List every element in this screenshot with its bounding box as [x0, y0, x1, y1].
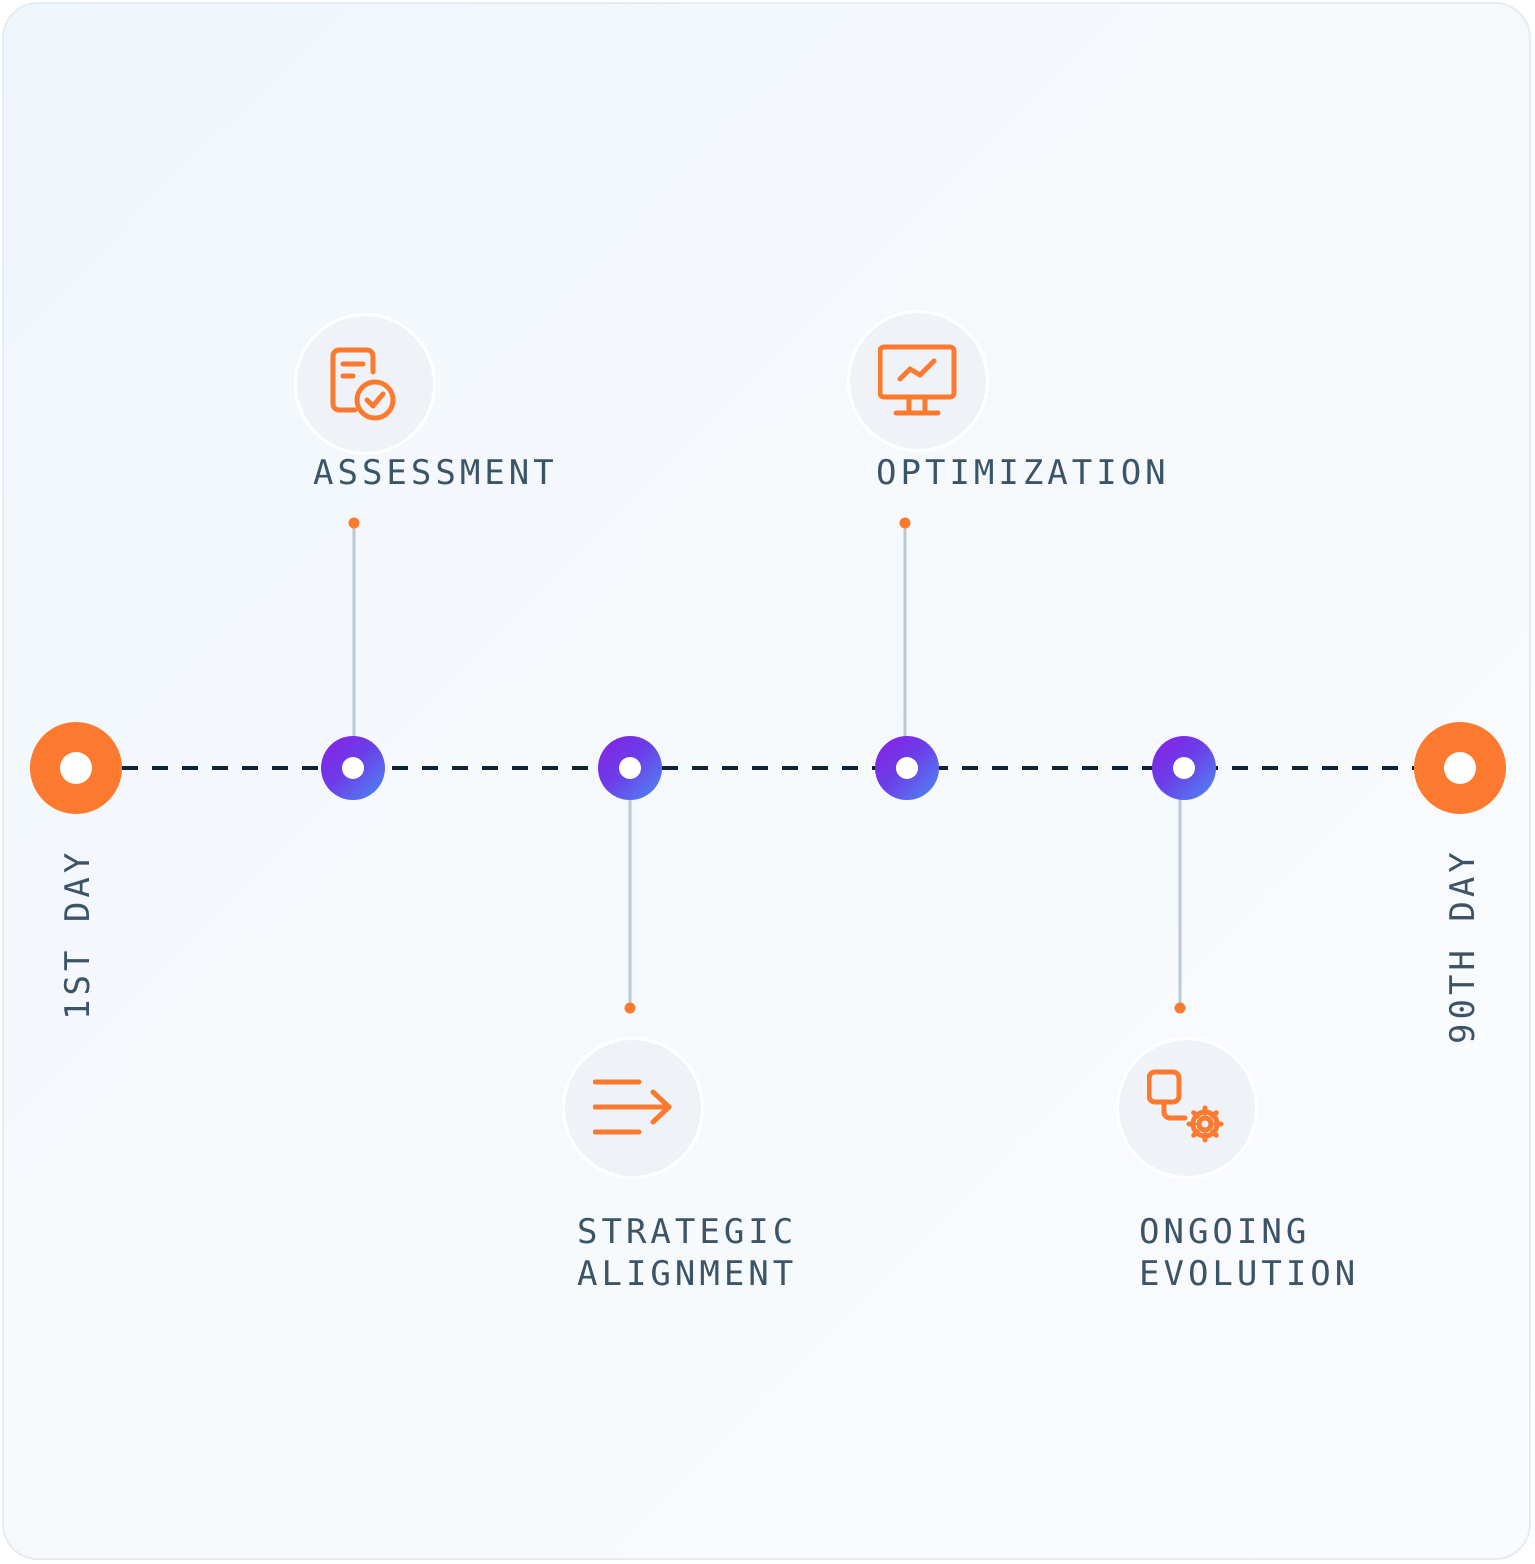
milestone-hole: [619, 757, 641, 779]
optimization-icon-circle: [850, 313, 986, 449]
step-label-line: OPTIMIZATION: [876, 453, 1170, 493]
start-endpoint-hole: [60, 752, 92, 784]
step-label-line: ASSESSMENT: [313, 453, 558, 493]
document-check-icon: [330, 347, 396, 421]
ongoing-evolution-icon-circle: [1119, 1040, 1255, 1176]
connector-dot-ongoing-evolution: [1174, 1002, 1186, 1014]
milestone-hole: [342, 757, 364, 779]
connector-dot-assessment: [348, 517, 360, 529]
arrow-lines-right-icon: [593, 1079, 672, 1135]
connector-dot-optimization: [899, 517, 911, 529]
milestone-marker-strategic-alignment: [598, 736, 662, 800]
start-day-label: 1ST DAY: [58, 848, 98, 1020]
start-endpoint-marker: [30, 722, 122, 814]
monitor-chart-icon: [878, 344, 957, 416]
end-endpoint-marker: [1414, 722, 1506, 814]
milestone-marker-assessment: [321, 736, 385, 800]
milestone-hole: [1173, 757, 1195, 779]
end-day-label: 90TH DAY: [1443, 848, 1483, 1044]
end-endpoint-hole: [1444, 752, 1476, 784]
step-label-strategic-alignment: STRATEGIC ALIGNMENT: [577, 1211, 797, 1295]
step-label-line: ALIGNMENT: [577, 1254, 798, 1294]
milestone-marker-optimization: [875, 736, 939, 800]
step-label-optimization: OPTIMIZATION: [876, 452, 1170, 494]
connector-dot-strategic-alignment: [624, 1002, 636, 1014]
step-label-assessment: ASSESSMENT: [313, 452, 558, 494]
workflow-gear-icon: [1147, 1069, 1224, 1143]
step-label-line: EVOLUTION: [1139, 1254, 1360, 1294]
step-label-ongoing-evolution: ONGOING EVOLUTION: [1139, 1211, 1359, 1295]
assessment-icon-circle: [297, 316, 433, 452]
step-label-line: STRATEGIC: [577, 1212, 798, 1252]
step-label-line: ONGOING: [1139, 1212, 1311, 1252]
milestone-marker-ongoing-evolution: [1152, 736, 1216, 800]
milestone-hole: [896, 757, 918, 779]
strategic-alignment-icon-circle: [565, 1040, 701, 1176]
